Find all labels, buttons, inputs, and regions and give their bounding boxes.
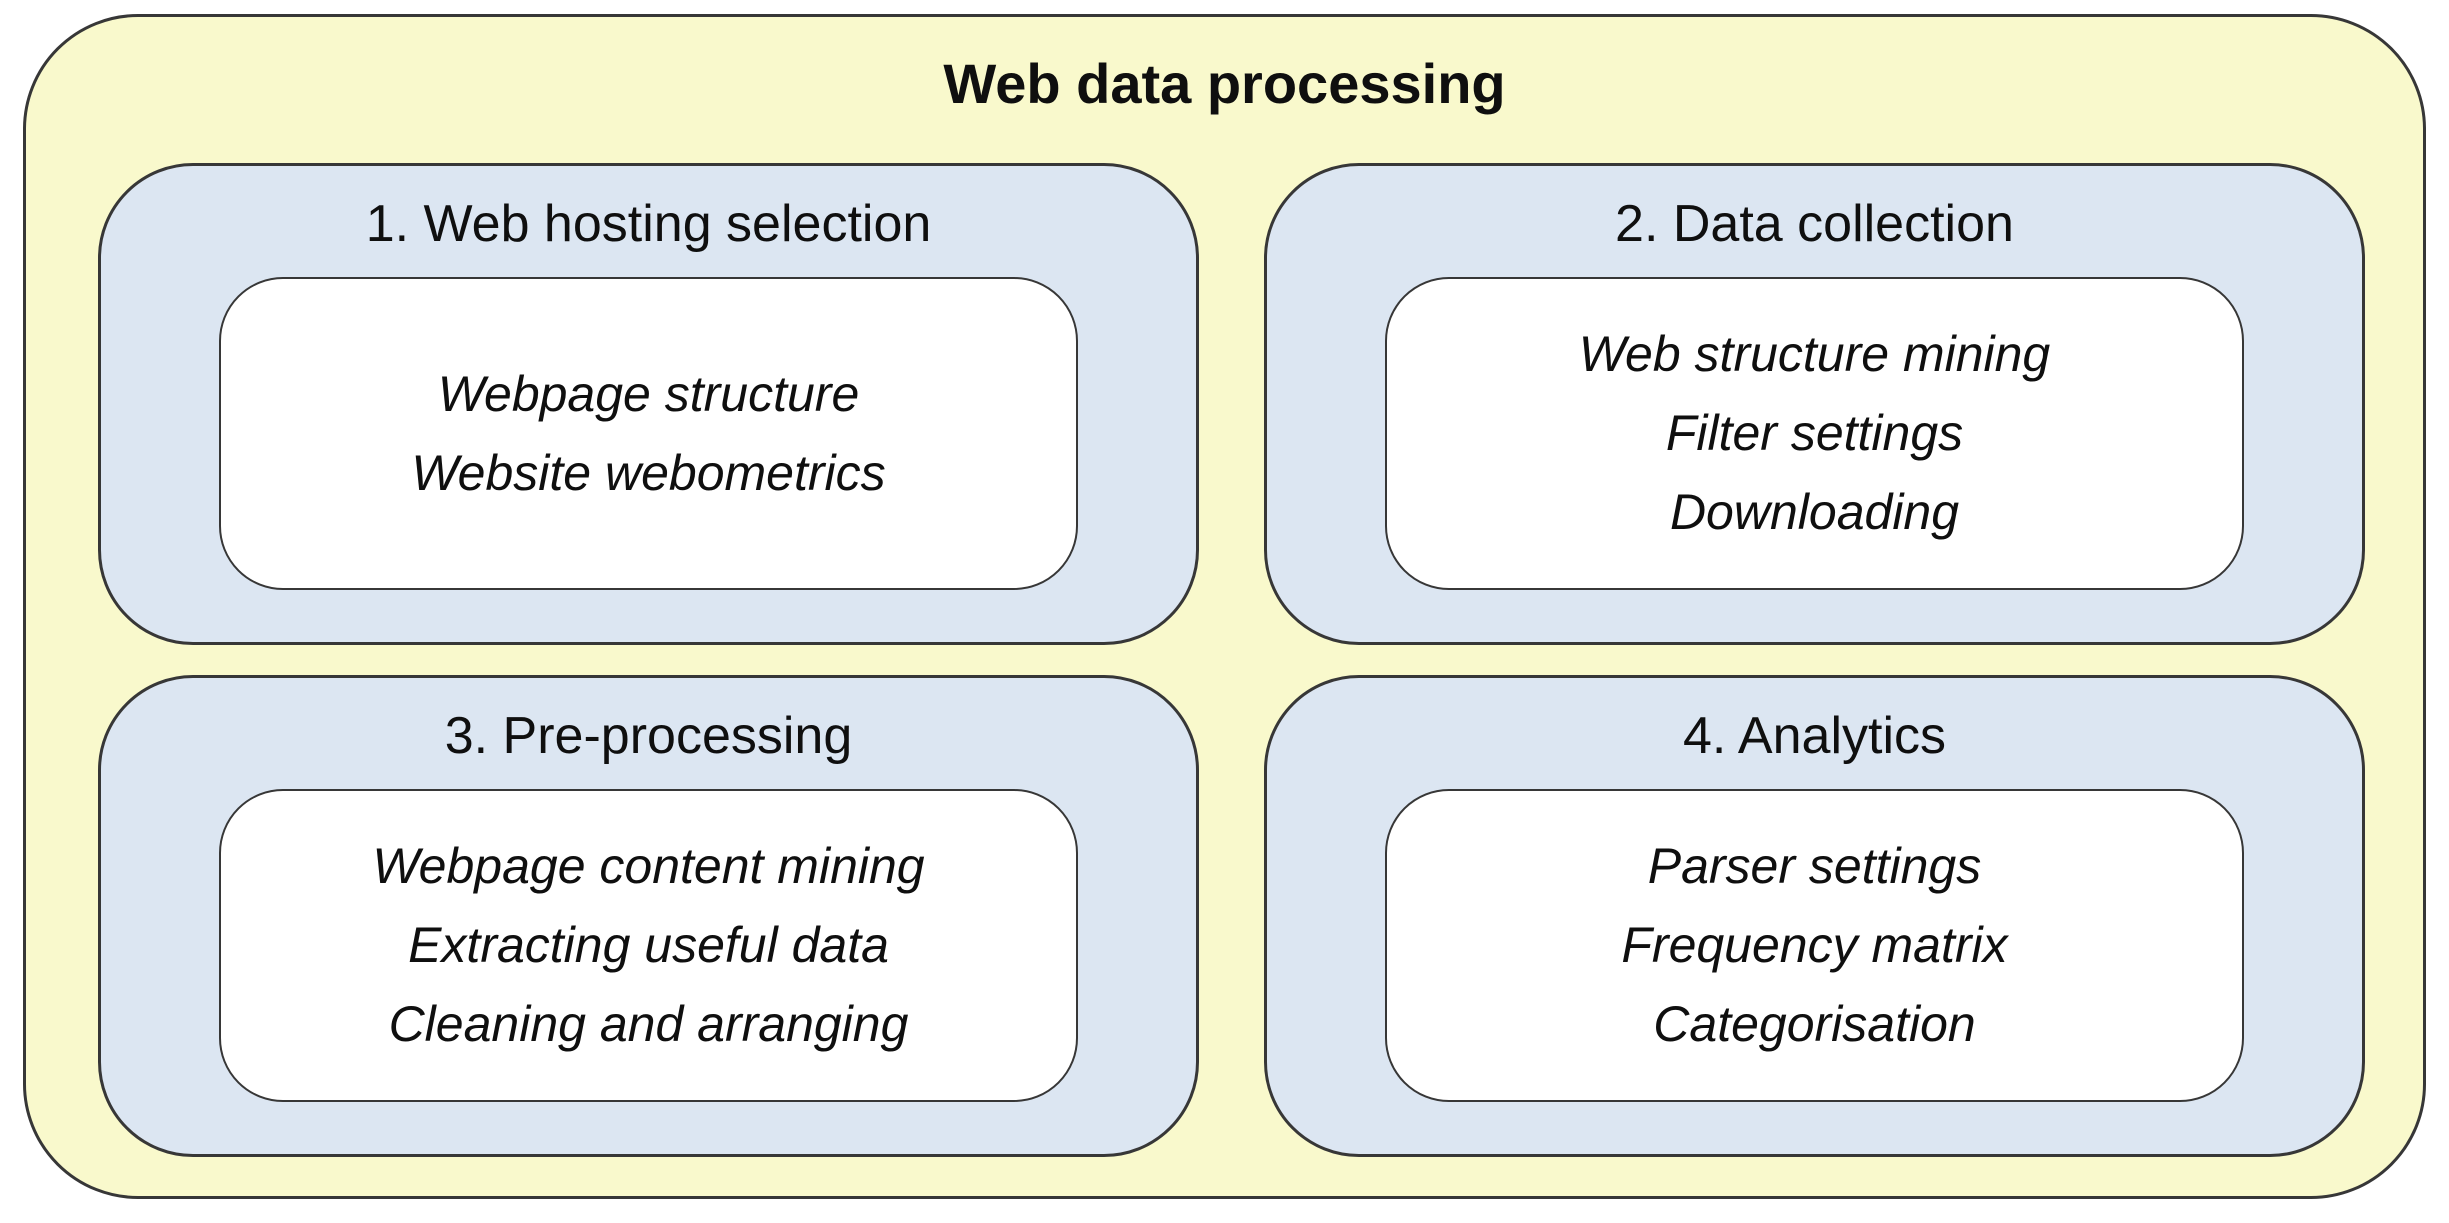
items-box-analytics: Parser settings Frequency matrix Categor…	[1385, 789, 2244, 1102]
item-downloading: Downloading	[1669, 484, 1960, 540]
stage-title-pre-processing: 3. Pre-processing	[444, 707, 853, 765]
item-filter-settings: Filter settings	[1665, 405, 1964, 461]
item-website-webometrics: Website webometrics	[411, 444, 886, 501]
stage-data-collection: 2. Data collection Web structure mining …	[1264, 163, 2365, 645]
web-data-processing-container: Web data processing 1. Web hosting selec…	[23, 14, 2426, 1199]
item-webpage-structure: Webpage structure	[437, 365, 860, 422]
items-box-web-hosting-selection: Webpage structure Website webometrics	[219, 277, 1078, 590]
item-webpage-content-mining: Webpage content mining	[372, 838, 925, 894]
stage-title-analytics: 4. Analytics	[1682, 707, 1947, 765]
diagram-title: Web data processing	[943, 52, 1506, 115]
item-categorisation: Categorisation	[1653, 996, 1976, 1052]
stage-analytics: 4. Analytics Parser settings Frequency m…	[1264, 675, 2365, 1157]
stage-pre-processing: 3. Pre-processing Webpage content mining…	[98, 675, 1199, 1157]
item-cleaning-and-arranging: Cleaning and arranging	[388, 996, 909, 1052]
item-parser-settings: Parser settings	[1647, 838, 1982, 894]
items-box-data-collection: Web structure mining Filter settings Dow…	[1385, 277, 2244, 590]
item-web-structure-mining: Web structure mining	[1578, 326, 2051, 382]
item-frequency-matrix: Frequency matrix	[1621, 917, 2008, 973]
stage-web-hosting-selection: 1. Web hosting selection Webpage structu…	[98, 163, 1199, 645]
stage-title-data-collection: 2. Data collection	[1615, 195, 2014, 253]
stage-grid: 1. Web hosting selection Webpage structu…	[98, 163, 2365, 1157]
item-extracting-useful-data: Extracting useful data	[408, 917, 889, 973]
items-box-pre-processing: Webpage content mining Extracting useful…	[219, 789, 1078, 1102]
stage-title-web-hosting-selection: 1. Web hosting selection	[365, 195, 932, 253]
